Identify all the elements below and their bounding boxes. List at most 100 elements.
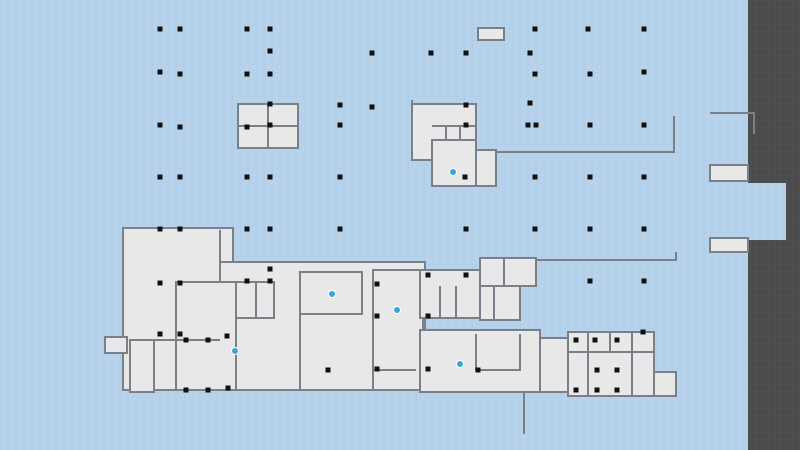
column-marker-icon (592, 337, 598, 343)
column-marker-icon (337, 122, 343, 128)
column-marker-icon (244, 124, 250, 130)
adjacent-building-grid (748, 0, 800, 450)
column-marker-icon (267, 101, 273, 107)
room-upper-center-annex[interactable] (475, 149, 497, 187)
column-marker-icon (157, 174, 163, 180)
column-marker-icon (244, 226, 250, 232)
column-marker-icon (244, 174, 250, 180)
column-marker-icon (267, 122, 273, 128)
column-marker-icon (594, 367, 600, 373)
column-marker-icon (177, 280, 183, 286)
column-marker-icon (244, 26, 250, 32)
column-marker-icon (594, 387, 600, 393)
column-marker-icon (641, 69, 647, 75)
column-marker-icon (157, 69, 163, 75)
room-right-corridor-2[interactable] (709, 237, 749, 253)
room-central-northeast[interactable] (479, 257, 537, 287)
column-marker-icon (205, 337, 211, 343)
column-marker-icon (267, 266, 273, 272)
column-marker-icon (585, 26, 591, 32)
column-marker-icon (244, 71, 250, 77)
column-marker-icon (614, 337, 620, 343)
column-marker-icon (641, 122, 647, 128)
column-marker-icon (177, 71, 183, 77)
column-marker-icon (244, 278, 250, 284)
column-marker-icon (177, 174, 183, 180)
room-west-lobby[interactable] (129, 339, 155, 393)
column-marker-icon (641, 226, 647, 232)
column-marker-icon (641, 278, 647, 284)
column-marker-icon (225, 385, 231, 391)
column-marker-icon (587, 174, 593, 180)
devices-layer (231, 168, 464, 368)
column-marker-icon (641, 174, 647, 180)
column-marker-icon (183, 387, 189, 393)
wall-upper-center-dividers (445, 126, 461, 140)
column-marker-icon (475, 367, 481, 373)
wall-south-inner (475, 334, 521, 371)
room-central-office-3[interactable] (419, 269, 481, 319)
room-right-corridor-1[interactable] (709, 164, 749, 182)
column-marker-icon (463, 226, 469, 232)
column-marker-icon (157, 280, 163, 286)
column-marker-icon (177, 124, 183, 130)
wifi-access-point-icon[interactable] (456, 360, 464, 368)
column-marker-icon (641, 26, 647, 32)
wifi-access-point-icon[interactable] (449, 168, 457, 176)
column-marker-icon (587, 278, 593, 284)
wall-east-office-dividers (439, 286, 495, 320)
columns-layer (157, 26, 647, 393)
column-marker-icon (224, 333, 230, 339)
column-marker-icon (525, 122, 531, 128)
column-marker-icon (532, 174, 538, 180)
column-marker-icon (325, 367, 331, 373)
room-south-annex[interactable] (539, 337, 569, 393)
column-marker-icon (573, 387, 579, 393)
room-south-hall[interactable] (419, 329, 541, 393)
wifi-access-point-icon[interactable] (393, 306, 401, 314)
column-marker-icon (532, 71, 538, 77)
column-marker-icon (428, 50, 434, 56)
column-marker-icon (374, 366, 380, 372)
room-central-office-2[interactable] (372, 269, 424, 391)
wifi-access-point-icon[interactable] (328, 290, 336, 298)
room-upper-center-lower[interactable] (431, 139, 477, 187)
column-marker-icon (157, 26, 163, 32)
column-marker-icon (337, 174, 343, 180)
column-marker-icon (374, 313, 380, 319)
wifi-access-point-icon[interactable] (231, 347, 239, 355)
column-marker-icon (640, 329, 646, 335)
column-marker-icon (532, 26, 538, 32)
column-marker-icon (527, 100, 533, 106)
column-marker-icon (267, 226, 273, 232)
wall-corridor-north (496, 116, 675, 153)
column-marker-icon (587, 226, 593, 232)
room-central-east[interactable] (479, 285, 521, 321)
wall-corridor-middle (536, 252, 677, 261)
column-marker-icon (205, 387, 211, 393)
column-marker-icon (614, 367, 620, 373)
column-marker-icon (614, 387, 620, 393)
column-marker-icon (374, 281, 380, 287)
wall-north-connector (710, 112, 755, 134)
column-marker-icon (587, 71, 593, 77)
column-marker-icon (533, 122, 539, 128)
column-marker-icon (462, 174, 468, 180)
column-marker-icon (267, 174, 273, 180)
column-marker-icon (532, 226, 538, 232)
column-marker-icon (267, 26, 273, 32)
column-marker-icon (463, 50, 469, 56)
column-marker-icon (463, 122, 469, 128)
room-top-small[interactable] (477, 27, 505, 41)
column-marker-icon (267, 48, 273, 54)
column-marker-icon (369, 104, 375, 110)
column-marker-icon (177, 331, 183, 337)
room-west-entry[interactable] (104, 336, 128, 354)
room-east-small[interactable] (653, 371, 677, 397)
column-marker-icon (267, 71, 273, 77)
adjacent-building-panel (748, 0, 800, 450)
column-marker-icon (369, 50, 375, 56)
column-marker-icon (463, 272, 469, 278)
